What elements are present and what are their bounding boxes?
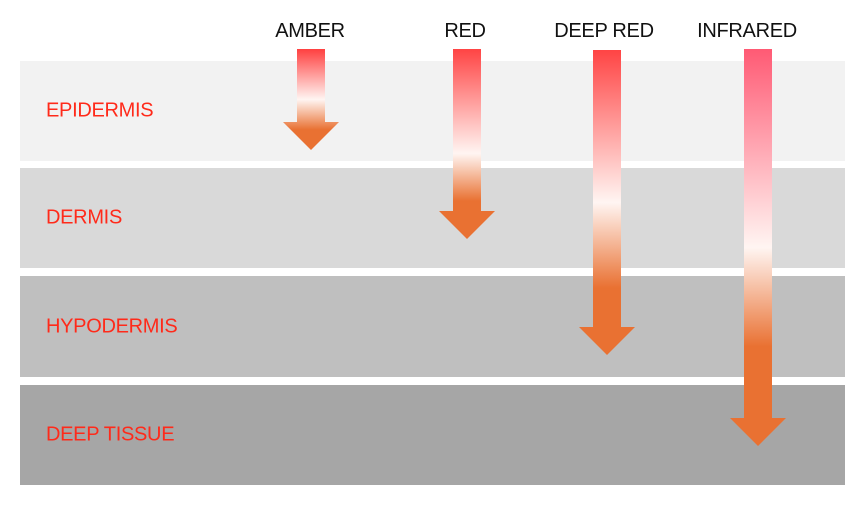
layer-label-deep-tissue: DEEP TISSUE	[46, 423, 175, 446]
layer-label-epidermis: EPIDERMIS	[46, 99, 154, 122]
layer-label-hypodermis: HYPODERMIS	[46, 315, 178, 337]
wavelength-label-infrared: INFRARED	[697, 20, 797, 42]
wavelength-label-red: RED	[444, 20, 486, 42]
arrow-amber-shape	[283, 49, 339, 150]
arrow-red-shape	[439, 49, 495, 239]
layer-dermis: DERMIS	[20, 168, 845, 268]
layer-epidermis: EPIDERMIS	[20, 61, 845, 161]
wavelength-label-deep-red: DEEP RED	[554, 20, 654, 42]
arrow-infrared-shape	[730, 49, 786, 446]
arrow-red	[439, 49, 495, 239]
arrow-infrared	[730, 49, 786, 446]
wavelength-label-amber: AMBER	[275, 20, 345, 42]
arrow-deep-red	[579, 50, 635, 355]
layer-label-dermis: DERMIS	[46, 206, 122, 229]
arrow-amber	[283, 49, 339, 150]
layer-hypodermis: HYPODERMIS	[20, 276, 845, 377]
arrow-deep-red-shape	[579, 50, 635, 355]
layer-deep-tissue: DEEP TISSUE	[20, 385, 845, 485]
